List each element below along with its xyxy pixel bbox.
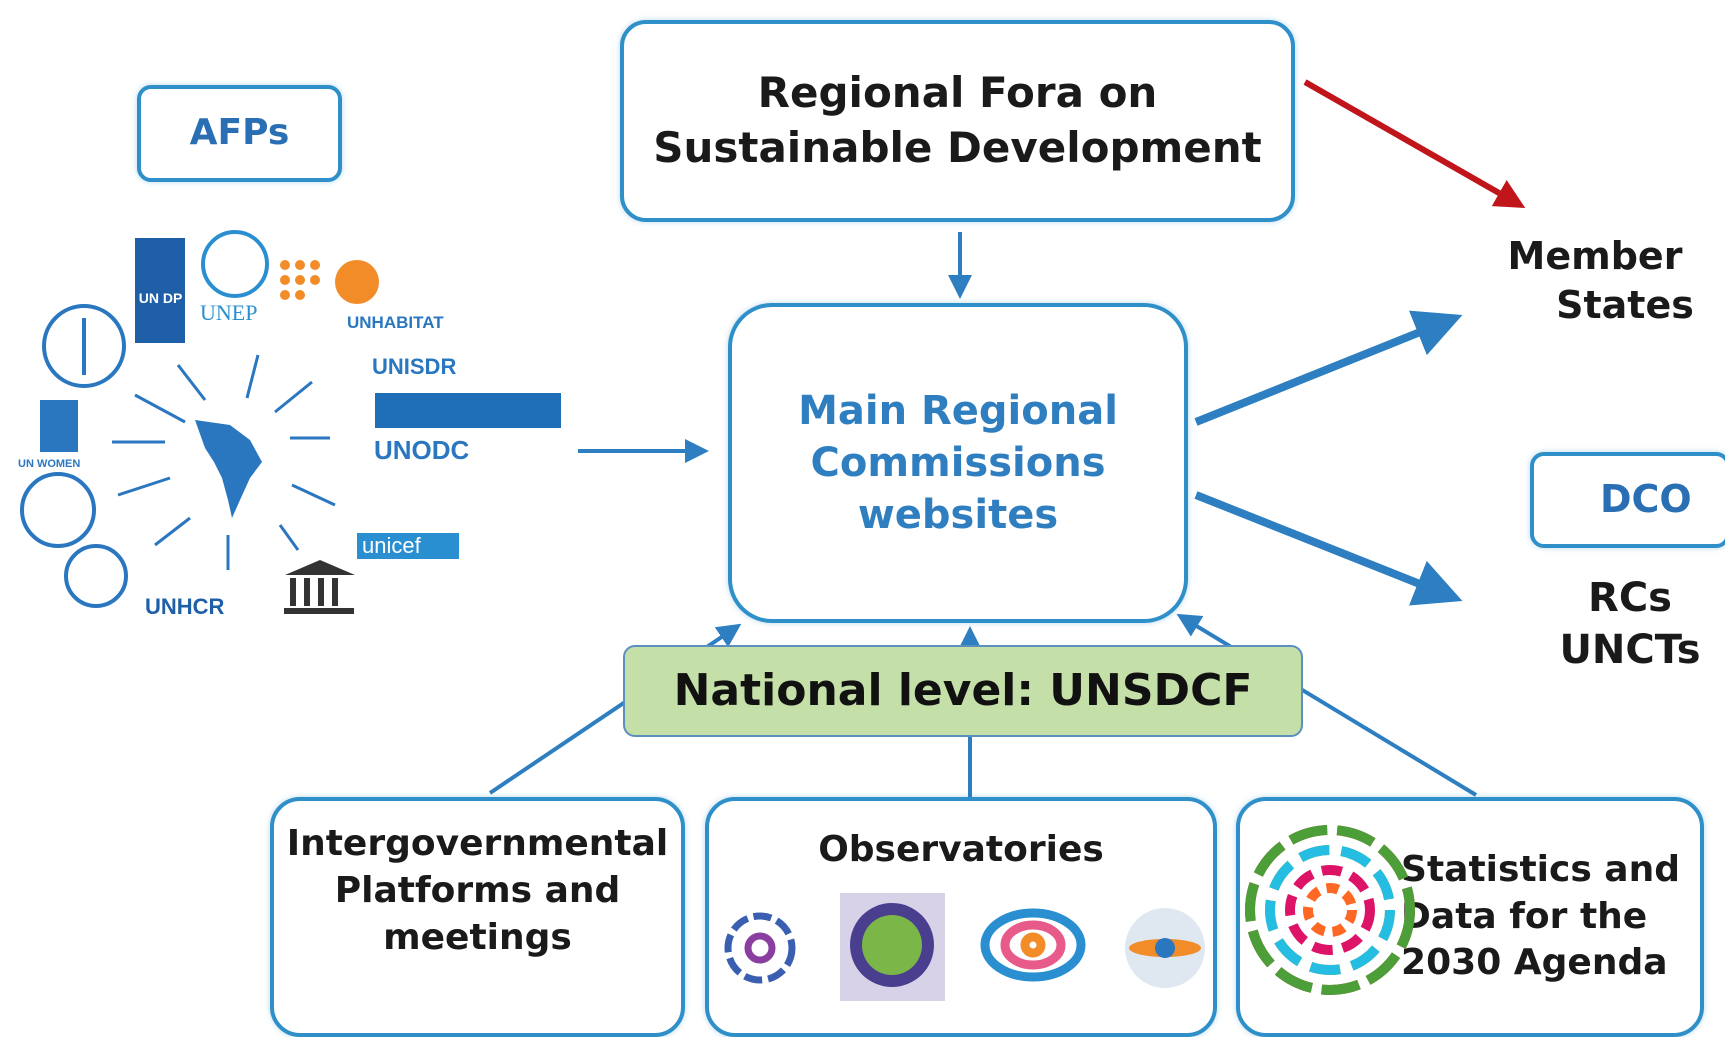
unesco-logo [284,560,355,614]
member-states-label: Member States [1495,232,1695,331]
uncts-label: UNCTs [1559,627,1701,673]
arrow-fora-to-members [1303,79,1526,208]
observatory-logo-3-icon [980,908,1086,982]
rcs-label: RCs [1588,575,1672,621]
national-level-box: National level: UNSDCF [623,645,1303,737]
dco-label: DCO [1600,477,1692,522]
statistics-line-2: Data for the [1401,895,1648,937]
observatory-logo-2-icon [840,893,945,1001]
member-states-line-1: Member [1507,234,1683,278]
ilo-logo [20,472,96,548]
main-commissions-box: Main Regional Commissions websites [728,303,1188,623]
wfp-logo [375,393,561,428]
statistics-line-3: 2030 Agenda [1401,942,1668,984]
commissions-line-3: websites [857,492,1059,538]
sdg-wheel-icon [1245,825,1415,995]
arrow-commissions-to-members [1194,310,1463,426]
observatories-label: Observatories [818,829,1104,870]
unwomen-logo-label: UN WOMEN [18,458,81,470]
arrow-commissions-to-rcs [1194,491,1463,606]
national-level-label: National level: UNSDCF [673,665,1253,717]
commissions-line-2: Commissions [810,440,1106,486]
unhabitat-logo-label: UNHABITAT [347,313,444,332]
observatories-box: Observatories [705,797,1217,1037]
unicef-logo-label: unicef [362,533,421,558]
unep-logo [201,230,269,298]
statistics-box: Statistics and Data for the 2030 Agenda [1236,797,1704,1037]
fao-logo [42,304,126,388]
commissions-line-1: Main Regional [798,388,1118,434]
unhcr-logo-label: UNHCR [145,594,225,619]
undp-logo-label: UN DP [138,290,183,306]
regional-fora-line-1: Regional Fora on [757,68,1158,118]
intergov-line-1: Intergovernmental [286,823,669,864]
afps-label: AFPs [189,112,290,154]
unicef-logo [357,533,459,559]
intergov-line-2: Platforms and [334,869,621,911]
statistics-line-1: Statistics and [1401,848,1680,890]
rcs-uncts-label: RCs UNCTs [1545,572,1715,676]
regional-fora-line-2: Sustainable Development [653,123,1262,172]
member-states-line-2: States [1556,283,1694,328]
regional-fora-box: Regional Fora on Sustainable Development [620,20,1295,222]
latin-america-map-icon [112,354,336,570]
undp-logo [135,238,185,343]
intergov-line-3: meetings [383,916,572,958]
intergovernmental-box: Intergovernmental Platforms and meetings [270,797,685,1037]
unfpa-logo [280,260,379,304]
afps-box: AFPs [137,85,342,182]
unwomen-logo [40,400,78,452]
observatory-logo-4-icon [1125,908,1205,988]
unodc-logo-label: UNODC [374,435,470,465]
observatory-logo-1-icon [724,912,796,984]
unep-logo-label: UNEP [200,300,258,325]
unisdr-logo-label: UNISDR [372,354,457,379]
iom-logo [64,544,128,608]
dco-box: DCO [1530,452,1725,548]
